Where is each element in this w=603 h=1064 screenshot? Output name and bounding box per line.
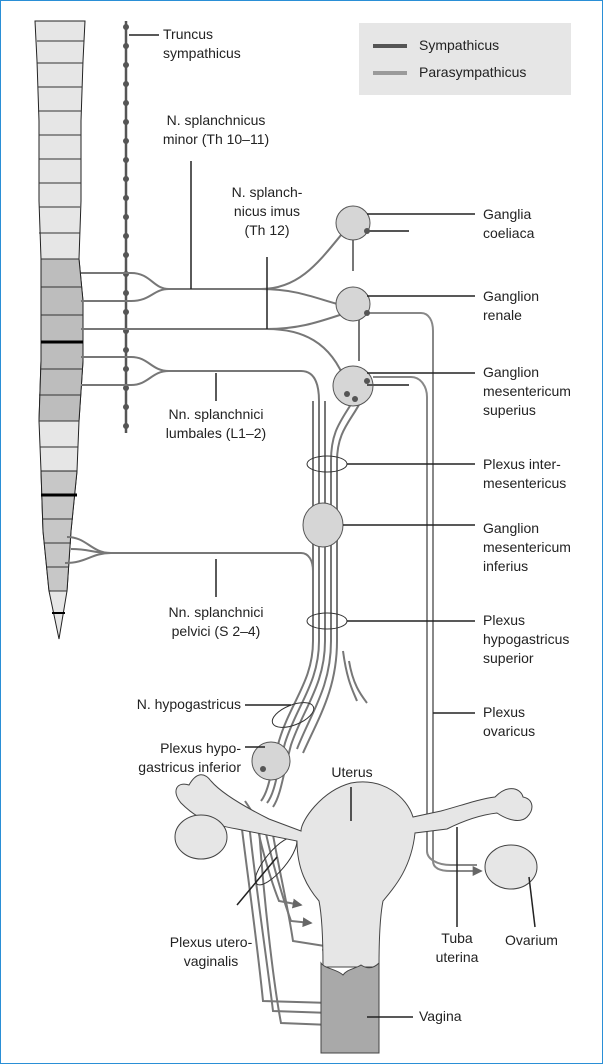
uterus-organ <box>175 775 537 1053</box>
label-line: inferius <box>483 557 571 576</box>
label-line: Plexus <box>483 611 569 630</box>
ganglion-short-fibers <box>367 231 409 385</box>
label-line: ovaricus <box>483 722 535 741</box>
label-ganglia-coeliaca: Ganglia coeliaca <box>483 205 534 243</box>
label-line: (Th 12) <box>217 221 317 240</box>
label-nn-splanchnici-pelvici: Nn. splanchnici pelvici (S 2–4) <box>151 603 281 641</box>
spinal-column <box>35 21 85 639</box>
label-line: N. hypogastricus <box>71 695 241 714</box>
label-truncus-sympathicus: Truncus sympathicus <box>163 25 241 63</box>
label-n-hypogastricus: N. hypogastricus <box>71 695 241 714</box>
label-n-splanchnicus-minor: N. splanchnicus minor (Th 10–11) <box>151 111 281 149</box>
label-ganglion-mesentericum-inferius: Ganglion mesentericum inferius <box>483 519 571 576</box>
legend-parasympathicus-label: Parasympathicus <box>419 63 526 82</box>
label-line: Plexus hypo- <box>71 739 241 758</box>
label-line: pelvici (S 2–4) <box>151 622 281 641</box>
label-line: Vagina <box>419 1007 462 1026</box>
label-plexus-uterovaginalis: Plexus utero- vaginalis <box>141 933 281 971</box>
label-line: Plexus utero- <box>141 933 281 952</box>
label-line: minor (Th 10–11) <box>151 130 281 149</box>
label-line: mesentericus <box>483 474 566 493</box>
label-line: Plexus inter- <box>483 455 566 474</box>
label-line: superior <box>483 649 569 668</box>
label-line: coeliaca <box>483 224 534 243</box>
label-line: Truncus <box>163 25 241 44</box>
label-line: sympathicus <box>163 44 241 63</box>
label-line: Plexus <box>483 703 535 722</box>
label-line: Tuba <box>427 929 487 948</box>
label-line: renale <box>483 306 539 325</box>
label-line: nicus imus <box>217 202 317 221</box>
label-line: vaginalis <box>141 952 281 971</box>
label-line: Uterus <box>317 763 387 782</box>
legend-sympathicus-label: Sympathicus <box>419 36 499 55</box>
label-line: N. splanch- <box>217 183 317 202</box>
label-line: Nn. splanchnici <box>151 603 281 622</box>
label-line: gastricus inferior <box>71 758 241 777</box>
label-n-splanchnicus-imus: N. splanch- nicus imus (Th 12) <box>217 183 317 240</box>
label-line: Ganglion <box>483 287 539 306</box>
truncus-sympathicus-chain <box>123 21 129 433</box>
label-line: Ganglion <box>483 519 571 538</box>
label-plexus-hypogastricus-superior: Plexus hypogastricus superior <box>483 611 569 668</box>
label-uterus: Uterus <box>317 763 387 782</box>
label-line: mesentericum <box>483 382 571 401</box>
label-ganglion-renale: Ganglion renale <box>483 287 539 325</box>
label-ganglion-mesentericum-superius: Ganglion mesentericum superius <box>483 363 571 420</box>
label-line: superius <box>483 401 571 420</box>
label-line: hypogastricus <box>483 630 569 649</box>
label-tuba-uterina: Tuba uterina <box>427 929 487 967</box>
label-ovarium: Ovarium <box>505 931 558 950</box>
label-plexus-intermesentericus: Plexus inter- mesentericus <box>483 455 566 493</box>
label-nn-splanchnici-lumbales: Nn. splanchnici lumbales (L1–2) <box>151 405 281 443</box>
label-line: Nn. splanchnici <box>151 405 281 424</box>
label-line: Ganglia <box>483 205 534 224</box>
label-line: lumbales (L1–2) <box>151 424 281 443</box>
label-line: Ovarium <box>505 931 558 950</box>
label-line: mesentericum <box>483 538 571 557</box>
label-plexus-hypogastricus-inferior: Plexus hypo- gastricus inferior <box>71 739 241 777</box>
label-vagina: Vagina <box>419 1007 462 1026</box>
label-line: N. splanchnicus <box>151 111 281 130</box>
label-line: uterina <box>427 948 487 967</box>
label-plexus-ovaricus: Plexus ovaricus <box>483 703 535 741</box>
label-line: Ganglion <box>483 363 571 382</box>
legend-swatches <box>359 23 571 95</box>
